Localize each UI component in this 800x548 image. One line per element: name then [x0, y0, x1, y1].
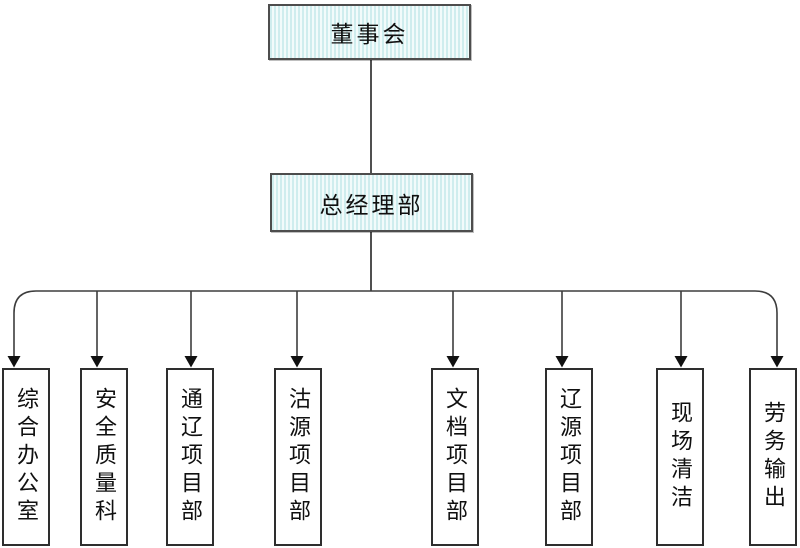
dept-label: 安全质量科 [92, 387, 117, 527]
dept-label: 辽源项目部 [557, 387, 582, 527]
arrow-down-icon [446, 356, 460, 368]
org-node-dept-4: 沽源项目部 [274, 368, 322, 546]
org-node-dept-8: 劳务输出 [749, 368, 797, 546]
org-node-general-manager: 总经理部 [270, 173, 473, 232]
arrow-down-icon [674, 356, 688, 368]
org-node-board: 董事会 [268, 4, 471, 60]
org-node-dept-2: 安全质量科 [80, 368, 128, 546]
general-manager-label: 总经理部 [319, 192, 424, 218]
board-label: 董事会 [330, 22, 409, 47]
arrow-down-icon [290, 356, 304, 368]
org-node-dept-7: 现场清洁 [656, 368, 704, 546]
org-node-dept-5: 文档项目部 [431, 368, 479, 546]
dept-label: 通辽项目部 [178, 387, 203, 527]
arrow-down-icon [770, 356, 784, 368]
arrow-down-icon [90, 356, 104, 368]
connector-rail [13, 290, 778, 357]
arrow-down-icon [7, 356, 21, 368]
dept-label: 综合办公室 [14, 387, 39, 527]
org-node-dept-3: 通辽项目部 [166, 368, 214, 546]
org-node-dept-1: 综合办公室 [2, 368, 50, 546]
dept-label: 现场清洁 [668, 401, 693, 513]
arrow-down-icon [184, 356, 198, 368]
dept-label: 沽源项目部 [286, 387, 311, 527]
dept-label: 文档项目部 [443, 387, 468, 527]
arrow-down-icon [555, 356, 569, 368]
dept-label: 劳务输出 [761, 401, 786, 513]
org-node-dept-6: 辽源项目部 [545, 368, 593, 546]
